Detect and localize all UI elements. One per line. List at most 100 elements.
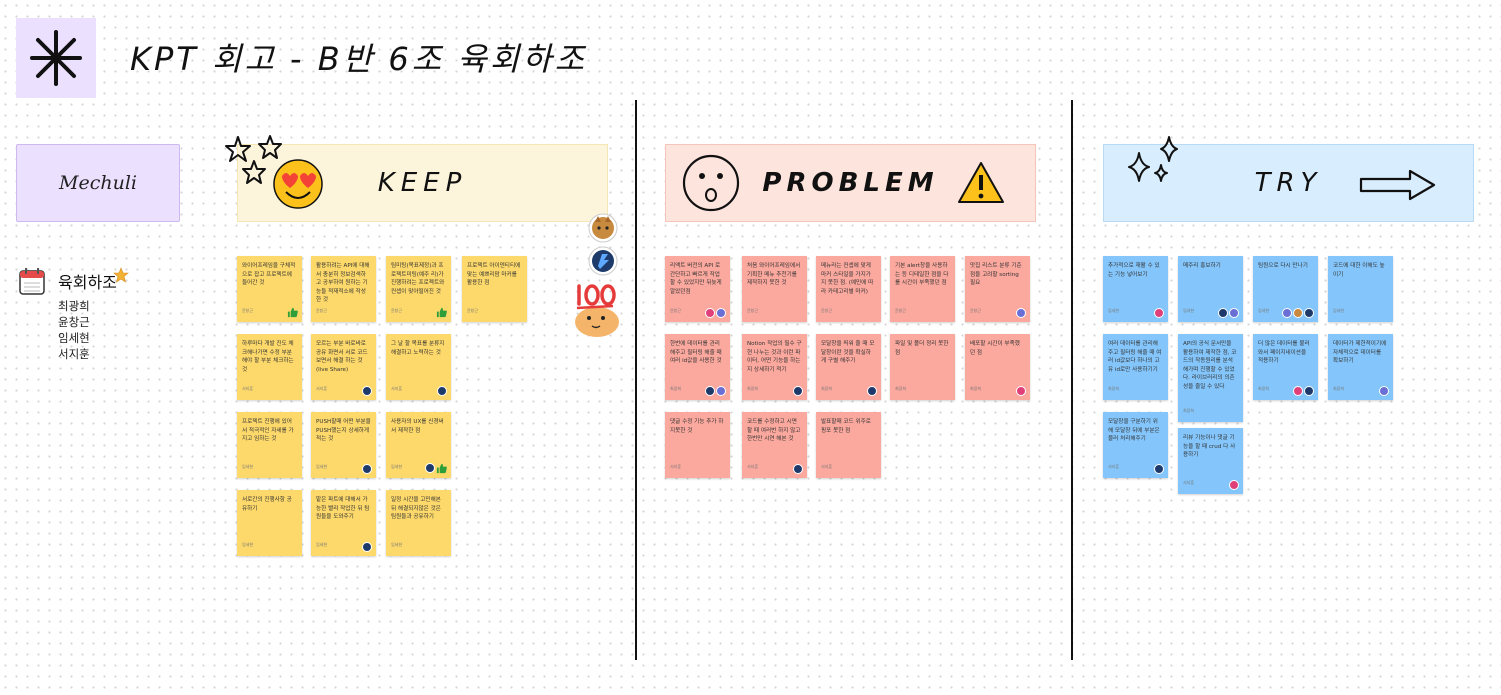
keep-note[interactable]: 사용자의 UX를 신경써서 제작한 점 임세현 <box>386 412 451 478</box>
note-author: 서지훈 <box>821 464 833 470</box>
problem-note[interactable]: 발표할때 코드 위주로 핑포 못한 점 서지훈 <box>816 412 881 478</box>
keep-note[interactable]: 일정 시간을 고민해본 뒤 해결되지않은 것은 팀원들과 공유하기 임세현 <box>386 490 451 556</box>
try-note[interactable]: 데이터가 제한적이기에 자체적으로 데이터를 확보하기 최광희 <box>1328 334 1393 400</box>
right-arrow-doodle-icon <box>1359 169 1436 201</box>
reaction-avatar <box>1016 308 1026 318</box>
keep-note[interactable]: 프로젝트 아이덴티티에 맞는 예쁘리맘 마커를 활용한 점 윤창근 <box>462 256 527 322</box>
note-author: 서지훈 <box>1183 480 1195 486</box>
note-reactions <box>362 386 372 396</box>
team-label-box[interactable]: Mechuli <box>16 144 180 222</box>
keep-note[interactable]: 서로간의 진행사항 공유하기 임세현 <box>237 490 302 556</box>
problem-note[interactable]: Notion 작업의 필수 구현 나누는 것과 이런 파이터, 어떤 기능을 하… <box>742 334 807 400</box>
note-text: 기본 alert창을 사용하는 등 디테일한 점을 다룰 시간이 부족했던 점 <box>895 263 949 287</box>
problem-label: PROBLEM <box>762 168 939 198</box>
note-reactions <box>867 386 877 396</box>
try-note[interactable]: API의 공식 문서만을 활용하여 제작한 점, 코드의 작동원리를 분석해가며… <box>1178 334 1243 422</box>
note-reactions <box>793 464 803 474</box>
reaction-avatar <box>1154 464 1164 474</box>
keep-note[interactable]: 프로젝트 진행에 있어서 적극적인 자세를 가지고 임하는 것 임세현 <box>237 412 302 478</box>
keep-note[interactable]: 맡은 파트에 대해서 가능한 빨리 작업한 뒤 팀원들을 도와주기 임세현 <box>311 490 376 556</box>
reaction-avatar <box>1218 308 1228 318</box>
try-note[interactable]: 팀원으로 다시 만나기 임세현 <box>1253 256 1318 322</box>
note-text: 팀원으로 다시 만나기 <box>1258 263 1308 269</box>
reaction-avatar <box>705 386 715 396</box>
note-text: 리액트 버전의 API 로 간단하고 빠르게 작업할 수 있었지만 뒤늦게 알았… <box>670 263 722 295</box>
keep-note[interactable]: 모르는 부분 바로바로 공유 화면서 서로 코드 보면서 해결 하는 것(liv… <box>311 334 376 400</box>
problem-note[interactable]: 메뉴라는 컨셉에 맞게 마커 스타일을 가지가지 못한 점. (예민에 따라 카… <box>816 256 881 322</box>
problem-note[interactable]: 한번에 데이터를 관리해주고 필터링 해줄 때 여러 id값을 사용한 것 최광… <box>665 334 730 400</box>
note-author: 임세현 <box>1333 308 1345 314</box>
blue-avatar-sticker <box>588 246 618 276</box>
note-text: 일정 시간을 고민해본 뒤 해결되지않은 것은 팀원들과 공유하기 <box>391 497 441 521</box>
note-reactions <box>425 463 447 474</box>
problem-note[interactable]: 배포할 시간이 부족했던 점 최광희 <box>965 334 1030 400</box>
problem-note[interactable]: 처음 와이어프레임에서 기획한 메뉴 추천기를 제작하지 못한 것 윤창근 <box>742 256 807 322</box>
try-label: TRY <box>1254 168 1323 198</box>
note-author: 서지훈 <box>747 464 759 470</box>
note-reactions <box>793 386 803 396</box>
team-header: 육회하조 <box>18 266 129 296</box>
reaction-avatar <box>793 464 803 474</box>
note-text: 배포할 시간이 부족했던 점 <box>970 341 1020 356</box>
keep-label: KEEP <box>377 168 468 198</box>
hundred-cat-sticker <box>575 284 619 337</box>
keep-note[interactable]: 하루마다 개발 진도 체크해나가면 수정 부분 해야 할 부분 체크하는 것 서… <box>237 334 302 400</box>
problem-note[interactable]: 기본 alert창을 사용하는 등 디테일한 점을 다룰 시간이 부족했던 점 … <box>890 256 955 322</box>
note-author: 윤창근 <box>670 308 682 314</box>
reaction-avatar <box>425 463 435 473</box>
problem-note[interactable]: 댓글 수정 기능 추가 하지못한 것 서지훈 <box>665 412 730 478</box>
note-author: 임세현 <box>1108 308 1120 314</box>
thumbs-up-icon <box>287 307 298 318</box>
note-text: 모달창을 구분하기 위해 모달창 뒤에 부분은 블러 처리해주기 <box>1108 419 1160 443</box>
calendar-icon <box>19 268 45 295</box>
keep-note[interactable]: PUSH할때 어떤 부분을 PUSH했는지 상세하게 적는 것 임세현 <box>311 412 376 478</box>
column-divider <box>1071 100 1073 660</box>
surprised-face-doodle-icon <box>682 154 740 212</box>
try-note[interactable]: 더 많은 데이터를 불러와서 페이지네이션을 적용하기 최광희 <box>1253 334 1318 400</box>
note-reactions <box>437 386 447 396</box>
note-author: 최광희 <box>1333 386 1345 392</box>
note-text: 댓글 수정 기능 추가 하지못한 것 <box>670 419 724 434</box>
reaction-avatar <box>362 542 372 552</box>
note-text: 맡은 파트에 대해서 가능한 빨리 작업한 뒤 팀원들을 도와주기 <box>316 497 370 521</box>
problem-note[interactable]: 맛집 리스트 분류 기준점을 고려할 sorting 필요 윤창근 <box>965 256 1030 322</box>
reaction-avatar <box>793 386 803 396</box>
page-title: KPT 회고 - B반 6조 육회하조 <box>130 40 588 78</box>
try-note[interactable]: 여러 데이터를 관리해주고 필터링 해줄 때 여러 id값보다 하나의 고유 i… <box>1103 334 1168 400</box>
note-reactions <box>1293 386 1314 396</box>
note-author: 서지훈 <box>670 464 682 470</box>
problem-note[interactable]: 파일 및 폴더 정리 못한 점 최광희 <box>890 334 955 400</box>
note-text: 코드를 수정하고 시면 할 때 여러번 하지 않고 한번만 시연 해본 것 <box>747 419 801 443</box>
thumbs-up-icon <box>436 463 447 474</box>
note-author: 최광희 <box>1183 408 1195 414</box>
problem-note[interactable]: 모달창을 띄워 줄 때 모달창이란 것을 확실하게 구별 해주기 최광희 <box>816 334 881 400</box>
note-text: 프로젝트 진행에 있어서 적극적인 자세를 가지고 임하는 것 <box>242 419 294 443</box>
keep-note[interactable]: 그 날 할 목표를 분류지 해결하고 노력하는 것 서지훈 <box>386 334 451 400</box>
try-note[interactable]: 모달창을 구분하기 위해 모달창 뒤에 부분은 블러 처리해주기 서지훈 <box>1103 412 1168 478</box>
note-author: 윤창근 <box>970 308 982 314</box>
note-reactions <box>1218 308 1239 318</box>
keep-note[interactable]: 활용하려는 API에 대해서 충분히 정보검색하고 공부하여 원하는 기능들 적… <box>311 256 376 322</box>
note-text: 처음 와이어프레임에서 기획한 메뉴 추천기를 제작하지 못한 것 <box>747 263 801 287</box>
note-reactions <box>705 386 726 396</box>
try-note[interactable]: 메주리 홍보하기 임세현 <box>1178 256 1243 322</box>
problem-note[interactable]: 리액트 버전의 API 로 간단하고 빠르게 작업할 수 있었지만 뒤늦게 알았… <box>665 256 730 322</box>
reaction-avatar <box>437 386 447 396</box>
note-text: 모르는 부분 바로바로 공유 화면서 서로 코드 보면서 해결 하는 것(liv… <box>316 341 368 373</box>
sparkle-doodle-icon <box>1128 136 1178 182</box>
note-text: PUSH할때 어떤 부분을 PUSH했는지 상세하게 적는 것 <box>316 419 371 443</box>
keep-note[interactable]: 팀미팅(목표제정)과 프로젝트미팅(예주 리)가 진행하려는 프로젝트와 컨셉이… <box>386 256 451 322</box>
try-header[interactable]: TRY <box>1103 144 1474 222</box>
team-name: 육회하조 <box>58 273 117 292</box>
note-author: 임세현 <box>242 542 254 548</box>
try-note[interactable]: 코드에 대한 이해도 높이기 임세현 <box>1328 256 1393 322</box>
column-divider <box>635 100 637 660</box>
note-text: 여러 데이터를 관리해주고 필터링 해줄 때 여러 id값보다 하나의 고유 i… <box>1108 341 1162 373</box>
problem-note[interactable]: 코드를 수정하고 시면 할 때 여러번 하지 않고 한번만 시연 해본 것 서지… <box>742 412 807 478</box>
keep-note[interactable]: 와이어프레임을 구체적으로 잡고 프로젝트에 들어간 것 윤창근 <box>237 256 302 322</box>
keep-header[interactable]: KEEP <box>237 144 608 222</box>
try-note[interactable]: 리뷰 기능이나 댓글 기능을 할 때 crud 다 사용하기 서지훈 <box>1178 428 1243 494</box>
try-note[interactable]: 추가적으로 재활 수 있는 기능 넣어보기 임세현 <box>1103 256 1168 322</box>
note-reactions <box>1016 386 1026 396</box>
team-members: 최광희 윤창근 임세현 서지훈 <box>58 298 90 362</box>
